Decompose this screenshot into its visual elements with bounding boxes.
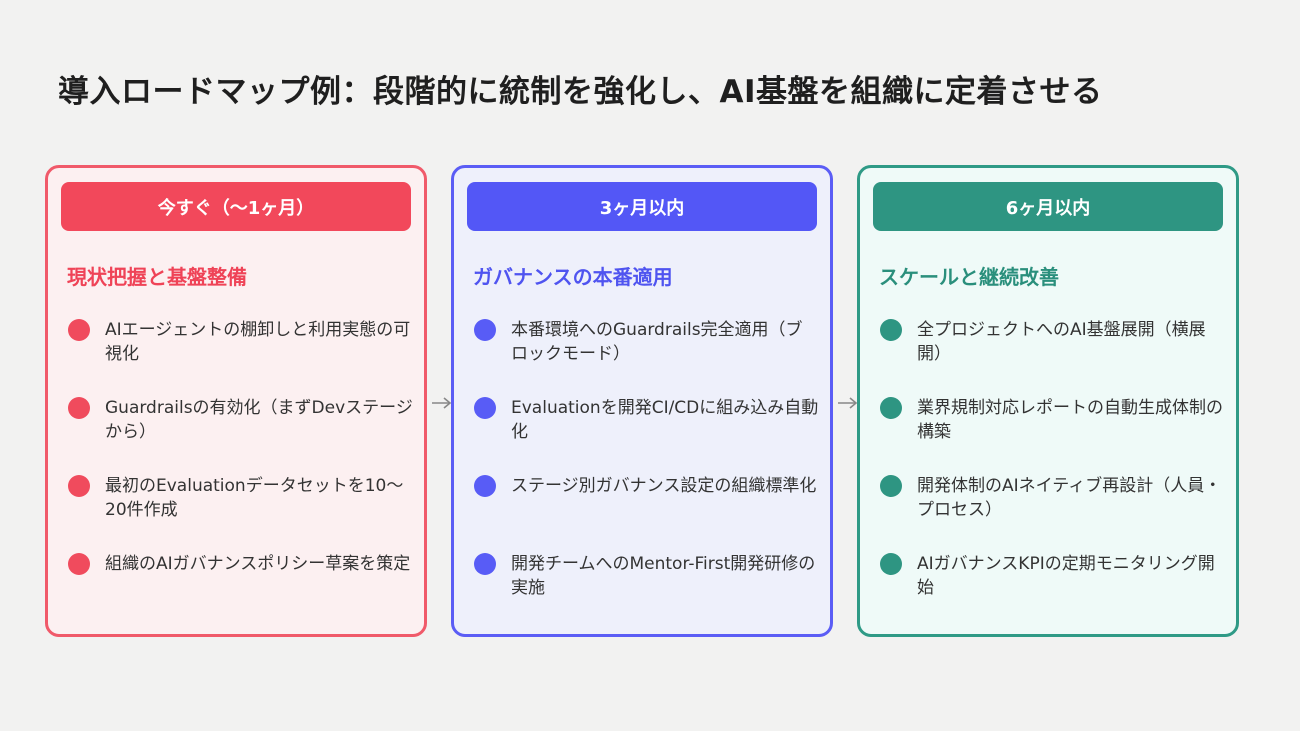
- phase-heading: ガバナンスの本番適用: [473, 265, 673, 289]
- phase-item-list: 本番環境へのGuardrails完全適用（ブロックモード） Evaluation…: [474, 318, 819, 630]
- phase-heading: 現状把握と基盤整備: [67, 265, 247, 289]
- bullet-dot-icon: [880, 475, 902, 497]
- list-item: AIガバナンスKPIの定期モニタリング開始: [880, 552, 1225, 630]
- list-item: 本番環境へのGuardrails完全適用（ブロックモード）: [474, 318, 819, 396]
- page-title: 導入ロードマップ例：段階的に統制を強化し、AI基盤を組織に定着させる: [58, 74, 1103, 110]
- list-item: ステージ別ガバナンス設定の組織標準化: [474, 474, 819, 552]
- list-item: Guardrailsの有効化（まずDevステージから）: [68, 396, 413, 474]
- phase-panel-now: 今すぐ（〜1ヶ月） 現状把握と基盤整備 AIエージェントの棚卸しと利用実態の可視…: [45, 165, 427, 637]
- phase-header: 今すぐ（〜1ヶ月）: [61, 182, 411, 231]
- list-item-text: 組織のAIガバナンスポリシー草案を策定: [105, 554, 411, 574]
- list-item-text: AIガバナンスKPIの定期モニタリング開始: [917, 554, 1215, 598]
- phase-panel-6-months: 6ヶ月以内 スケールと継続改善 全プロジェクトへのAI基盤展開（横展開） 業界規…: [857, 165, 1239, 637]
- bullet-dot-icon: [68, 397, 90, 419]
- list-item: 開発体制のAIネイティブ再設計（人員・プロセス）: [880, 474, 1225, 552]
- bullet-dot-icon: [474, 475, 496, 497]
- arrow-right-icon: [432, 397, 452, 409]
- bullet-dot-icon: [880, 397, 902, 419]
- list-item-text: 開発体制のAIネイティブ再設計（人員・プロセス）: [917, 476, 1222, 520]
- list-item: AIエージェントの棚卸しと利用実態の可視化: [68, 318, 413, 396]
- list-item-text: 業界規制対応レポートの自動生成体制の構築: [917, 398, 1223, 442]
- list-item-text: AIエージェントの棚卸しと利用実態の可視化: [105, 320, 411, 364]
- list-item-text: 全プロジェクトへのAI基盤展開（横展開）: [917, 320, 1206, 364]
- phase-header: 6ヶ月以内: [873, 182, 1223, 231]
- list-item-text: Guardrailsの有効化（まずDevステージから）: [105, 398, 413, 442]
- list-item-text: ステージ別ガバナンス設定の組織標準化: [511, 476, 817, 496]
- list-item-text: 最初のEvaluationデータセットを10〜20件作成: [105, 476, 404, 520]
- bullet-dot-icon: [880, 553, 902, 575]
- list-item: 開発チームへのMentor-First開発研修の実施: [474, 552, 819, 630]
- phase-heading: スケールと継続改善: [879, 265, 1059, 289]
- arrow-right-icon: [838, 397, 858, 409]
- list-item-text: 開発チームへのMentor-First開発研修の実施: [511, 554, 816, 598]
- bullet-dot-icon: [68, 553, 90, 575]
- list-item: Evaluationを開発CI/CDに組み込み自動化: [474, 396, 819, 474]
- bullet-dot-icon: [880, 319, 902, 341]
- phase-panel-3-months: 3ヶ月以内 ガバナンスの本番適用 本番環境へのGuardrails完全適用（ブロ…: [451, 165, 833, 637]
- bullet-dot-icon: [474, 397, 496, 419]
- phase-header: 3ヶ月以内: [467, 182, 817, 231]
- list-item: 業界規制対応レポートの自動生成体制の構築: [880, 396, 1225, 474]
- list-item-text: Evaluationを開発CI/CDに組み込み自動化: [511, 398, 819, 442]
- bullet-dot-icon: [68, 319, 90, 341]
- list-item: 組織のAIガバナンスポリシー草案を策定: [68, 552, 413, 630]
- bullet-dot-icon: [474, 319, 496, 341]
- phase-item-list: AIエージェントの棚卸しと利用実態の可視化 Guardrailsの有効化（まずD…: [68, 318, 413, 630]
- list-item-text: 本番環境へのGuardrails完全適用（ブロックモード）: [511, 320, 803, 364]
- phase-item-list: 全プロジェクトへのAI基盤展開（横展開） 業界規制対応レポートの自動生成体制の構…: [880, 318, 1225, 630]
- list-item: 最初のEvaluationデータセットを10〜20件作成: [68, 474, 413, 552]
- list-item: 全プロジェクトへのAI基盤展開（横展開）: [880, 318, 1225, 396]
- bullet-dot-icon: [68, 475, 90, 497]
- bullet-dot-icon: [474, 553, 496, 575]
